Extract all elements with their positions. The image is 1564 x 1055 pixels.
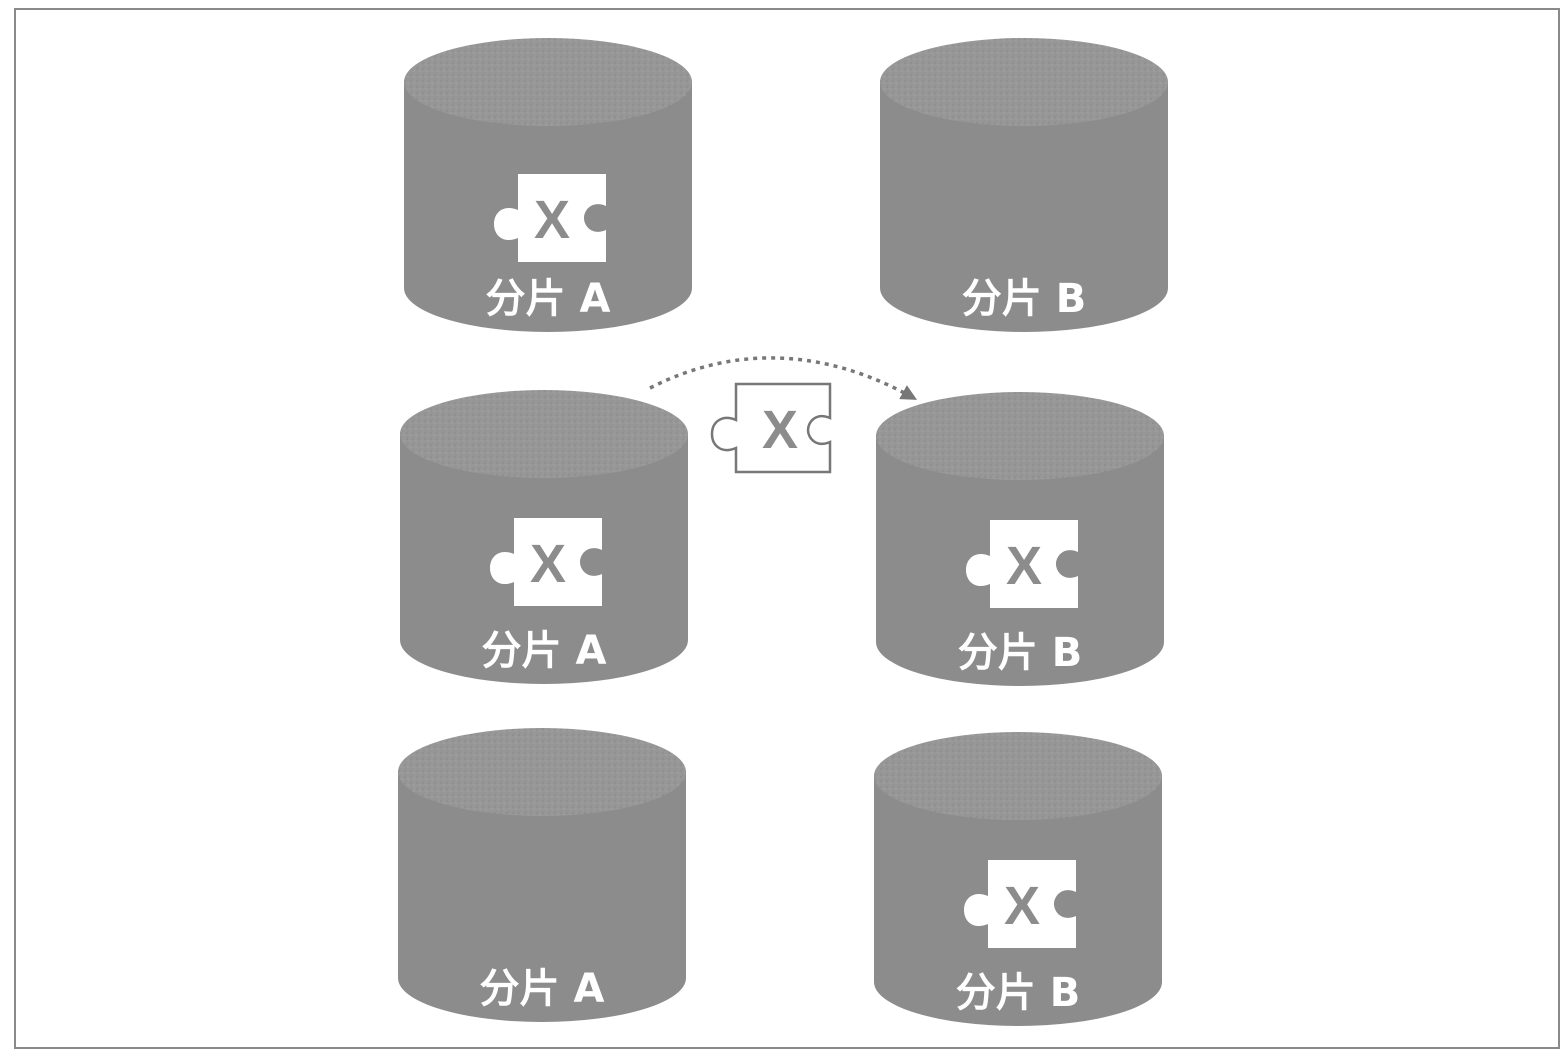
cylinder-top: [874, 732, 1162, 820]
chunk-label: X: [534, 190, 570, 250]
shard-b-row1: 分片 B: [880, 38, 1168, 332]
chunk-piece-icon: X: [494, 174, 606, 262]
chunk-label: X: [1004, 876, 1040, 936]
migrating-chunk-icon: X: [710, 382, 832, 474]
shard-label: 分片 B: [958, 630, 1082, 676]
migration-arrow: [649, 356, 918, 400]
shard-label: 分片 A: [486, 276, 611, 322]
chunk-piece-icon: X: [966, 520, 1078, 608]
shard-label: 分片 A: [480, 966, 605, 1012]
chunk-piece-icon: X: [964, 860, 1076, 948]
shard-a-row2: X 分片 A: [400, 390, 688, 684]
chunk-label: X: [530, 534, 566, 594]
shard-a-row1: X 分片 A: [404, 38, 692, 332]
chunk-piece-icon: X: [490, 518, 602, 606]
chunk-label: X: [1006, 536, 1042, 596]
shard-b-row3: X 分片 B: [874, 732, 1162, 1026]
cylinder-top: [404, 38, 692, 126]
cylinder-top: [398, 728, 686, 816]
shard-b-row2: X 分片 B: [876, 392, 1164, 686]
chunk-label: X: [762, 400, 798, 460]
shard-a-row3: 分片 A: [398, 728, 686, 1022]
cylinder-body: [880, 82, 1168, 332]
shard-label: 分片 B: [956, 970, 1080, 1016]
figure-frame: [14, 8, 1560, 1049]
cylinder-top: [876, 392, 1164, 480]
cylinder-top: [400, 390, 688, 478]
cylinder-top: [880, 38, 1168, 126]
shard-label: 分片 A: [482, 628, 607, 674]
cylinder-body: [398, 772, 686, 1022]
shard-label: 分片 B: [962, 276, 1086, 322]
